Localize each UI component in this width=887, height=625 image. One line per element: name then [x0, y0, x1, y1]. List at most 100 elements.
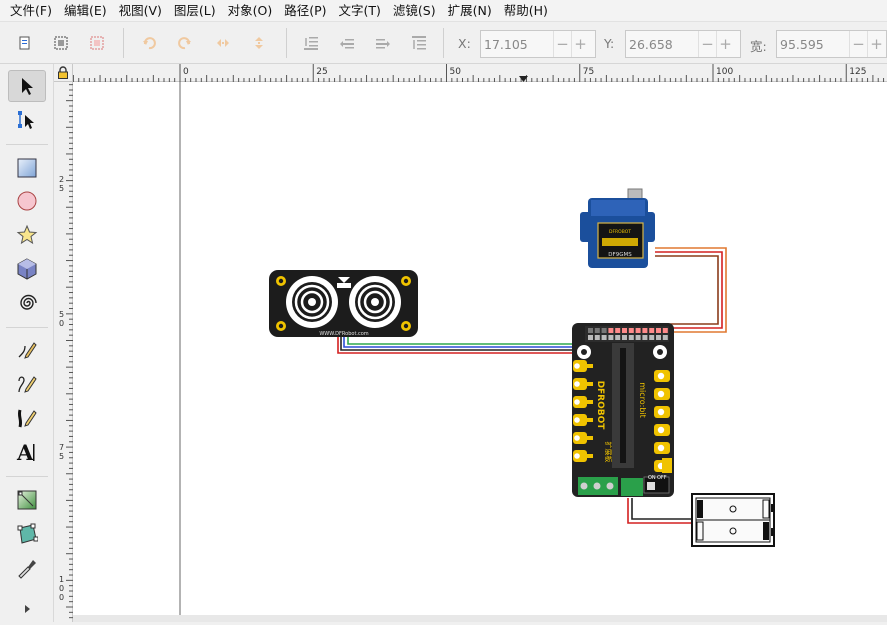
header-pin: [608, 328, 614, 333]
node-tool-icon[interactable]: [8, 104, 46, 136]
text-tool-icon[interactable]: A: [8, 436, 46, 468]
ruler-label: 100: [716, 67, 733, 77]
switch-off-label: OFF: [657, 475, 667, 481]
3d-box-tool-icon[interactable]: [8, 253, 46, 285]
toolbox-expand-icon[interactable]: [8, 600, 46, 618]
flip-horizontal-icon[interactable]: [212, 32, 234, 54]
dropper-tool-icon[interactable]: [8, 552, 46, 584]
tool-controls-bar: X: − + Y: − + 宽: − +: [0, 22, 887, 64]
menu-path[interactable]: 路径(P): [284, 2, 327, 18]
select-all-layers-icon[interactable]: [50, 32, 72, 54]
width-increment-button[interactable]: +: [867, 31, 885, 57]
ultrasonic-sensor[interactable]: WWW.DFRobot.com: [269, 270, 418, 337]
y-decrement-button[interactable]: −: [698, 31, 716, 57]
ruler-label: 0: [59, 593, 64, 602]
menu-object[interactable]: 对象(O): [227, 2, 273, 18]
width-decrement-button[interactable]: −: [849, 31, 867, 57]
io-pad-hole: [657, 372, 665, 380]
star-tool-icon[interactable]: [8, 219, 46, 251]
spiral-tool-icon[interactable]: [8, 287, 46, 319]
servo-label: DF9GMS: [608, 252, 632, 258]
deselect-icon[interactable]: [86, 32, 108, 54]
x-field: − +: [480, 30, 596, 58]
ruler-label: 125: [849, 67, 866, 77]
battery-wires: [627, 498, 692, 524]
menu-text[interactable]: 文字(T): [338, 2, 381, 18]
io-pad-trace: [587, 436, 593, 440]
selector-tool-icon[interactable]: [8, 70, 46, 102]
microbit-expansion-board[interactable]: DFROBOT micro:bit 扩展板 ON OFF: [572, 323, 674, 497]
select-all-icon[interactable]: [14, 32, 36, 54]
ruler-label: 50: [450, 67, 462, 77]
menu-filters[interactable]: 滤镜(S): [392, 2, 436, 18]
x-input[interactable]: [481, 31, 553, 57]
header-pin: [594, 335, 600, 340]
io-pad-trace: [587, 364, 593, 368]
io-pad-trace: [587, 454, 593, 458]
gradient-tool-icon[interactable]: [8, 484, 46, 516]
io-pad-hole: [657, 444, 665, 452]
servo-brand: DFROBOT: [609, 229, 631, 235]
board-cn-label: 扩展板: [604, 442, 613, 463]
menu-view[interactable]: 视图(V): [118, 2, 162, 18]
mesh-tool-icon[interactable]: [8, 518, 46, 550]
io-pad: [573, 450, 587, 462]
width-input[interactable]: [777, 31, 849, 57]
transducer-right: [349, 276, 401, 328]
servo-motor[interactable]: DFROBOT DF9GMS: [580, 188, 655, 268]
lower-to-bottom-icon[interactable]: [300, 32, 322, 54]
lower-icon[interactable]: [336, 32, 358, 54]
header-pin: [601, 328, 607, 333]
pen-tool-icon[interactable]: [8, 368, 46, 400]
x-increment-button[interactable]: +: [571, 31, 589, 57]
menu-help[interactable]: 帮助(H): [503, 2, 548, 18]
width-label: 宽:: [750, 39, 767, 54]
ruler-label: 2: [59, 175, 64, 184]
guide-lock-icon[interactable]: [54, 64, 73, 82]
raise-icon[interactable]: [372, 32, 394, 54]
io-pad: [573, 414, 587, 426]
io-pad-hole: [657, 408, 665, 416]
page-shadow: [73, 615, 887, 622]
io-pad-hole: [657, 426, 665, 434]
menu-file[interactable]: 文件(F): [10, 2, 52, 18]
pencil-tool-icon[interactable]: [8, 334, 46, 366]
flip-vertical-icon[interactable]: [248, 32, 270, 54]
x-decrement-button[interactable]: −: [553, 31, 571, 57]
sensor-wires: [337, 336, 591, 354]
io-pad-hole: [657, 390, 665, 398]
battery-holder[interactable]: [691, 493, 775, 547]
y-input[interactable]: [626, 31, 698, 57]
calligraphy-tool-icon[interactable]: [8, 402, 46, 434]
board-brand: DFROBOT: [595, 381, 605, 431]
io-pad: [573, 396, 587, 408]
io-pad-hole: [574, 363, 580, 369]
servo-wires: [655, 247, 727, 333]
rectangle-tool-icon[interactable]: [8, 152, 46, 184]
ruler-label: 0: [183, 67, 189, 77]
sensor-url: WWW.DFRobot.com: [319, 331, 368, 337]
rotate-cw-icon[interactable]: [174, 32, 196, 54]
y-increment-button[interactable]: +: [716, 31, 734, 57]
raise-to-top-icon[interactable]: [408, 32, 430, 54]
io-pad-trace: [587, 400, 593, 404]
menu-extensions[interactable]: 扩展(N): [447, 2, 492, 18]
menu-bar: 文件(F) 编辑(E) 视图(V) 图层(L) 对象(O) 路径(P) 文字(T…: [0, 0, 887, 22]
width-field: − +: [776, 30, 887, 58]
ellipse-tool-icon[interactable]: [8, 185, 46, 217]
header-pin: [622, 328, 627, 333]
header-pin: [594, 328, 600, 333]
header-pin: [635, 328, 641, 333]
switch-on-label: ON: [648, 475, 656, 481]
rotate-ccw-icon[interactable]: [138, 32, 160, 54]
header-pin: [601, 335, 607, 340]
menu-edit[interactable]: 编辑(E): [63, 2, 107, 18]
menu-layer[interactable]: 图层(L): [173, 2, 216, 18]
ruler-label: 25: [316, 67, 327, 77]
ruler-label: 0: [59, 319, 64, 328]
header-pin: [656, 328, 661, 333]
drawing-canvas[interactable]: WWW.DFRobot.com DFROBOT DF9GMS: [73, 82, 887, 622]
